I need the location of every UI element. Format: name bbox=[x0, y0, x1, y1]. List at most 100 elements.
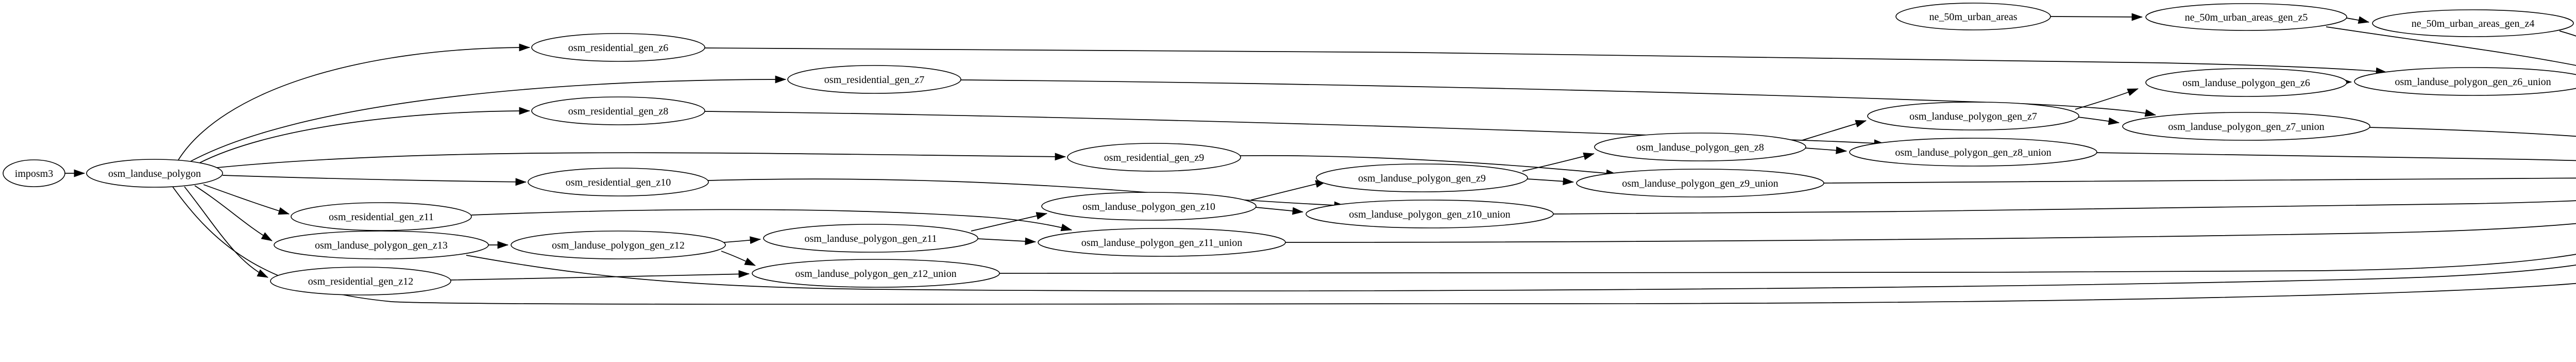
node-ellipse-osm_residential_gen_z7 bbox=[787, 65, 961, 94]
node-ellipse-osm_residential_gen_z10 bbox=[528, 168, 709, 196]
node-osm_landuse_polygon_gen_z10_union: osm_landuse_polygon_gen_z10_union bbox=[1306, 200, 1554, 228]
node-label-osm_residential_gen_z9: osm_residential_gen_z9 bbox=[1104, 152, 1204, 163]
node-ellipse-osm_landuse_polygon_gen_z11_union bbox=[1038, 228, 1286, 257]
node-label-osm_landuse_polygon_gen_z8: osm_landuse_polygon_gen_z8 bbox=[1636, 142, 1764, 153]
node-label-osm_landuse_polygon_gen_z12_union: osm_landuse_polygon_gen_z12_union bbox=[795, 268, 956, 279]
node-osm_landuse_polygon_gen_z8_union: osm_landuse_polygon_gen_z8_union bbox=[1849, 138, 2097, 167]
node-label-osm_residential_gen_z8: osm_residential_gen_z8 bbox=[568, 106, 668, 117]
node-ellipse-ne_50m_urban_areas_gen_z4 bbox=[2372, 9, 2574, 37]
edge-osm_landuse_polygon_gen_z12-to-osm_landuse_polygon_gen_z12_union bbox=[721, 251, 756, 266]
node-label-osm_residential_gen_z10: osm_residential_gen_z10 bbox=[566, 177, 671, 188]
node-osm_landuse_polygon_gen_z12: osm_landuse_polygon_gen_z12 bbox=[511, 231, 726, 259]
edge-osm_landuse_polygon-to-osm_residential_gen_z7 bbox=[189, 75, 787, 162]
node-ellipse-osm_landuse_polygon_gen_z8_union bbox=[1849, 138, 2097, 167]
node-osm_residential_gen_z12: osm_residential_gen_z12 bbox=[270, 267, 451, 295]
node-ellipse-osm_landuse_polygon_gen_z6 bbox=[2145, 68, 2347, 97]
node-label-osm_residential_gen_z12: osm_residential_gen_z12 bbox=[308, 276, 413, 287]
node-label-ne_50m_urban_areas: ne_50m_urban_areas bbox=[1929, 11, 2017, 23]
node-ne_50m_urban_areas_gen_z4: ne_50m_urban_areas_gen_z4 bbox=[2372, 9, 2574, 37]
node-osm_landuse_polygon_gen_z11_union: osm_landuse_polygon_gen_z11_union bbox=[1038, 228, 1286, 257]
node-osm_landuse_polygon_gen_z7: osm_landuse_polygon_gen_z7 bbox=[1867, 102, 2079, 130]
node-osm_landuse_polygon_gen_z6: osm_landuse_polygon_gen_z6 bbox=[2145, 68, 2347, 97]
node-osm_residential_gen_z8: osm_residential_gen_z8 bbox=[531, 96, 705, 125]
node-ellipse-osm_landuse_polygon_gen_z8 bbox=[1594, 133, 1806, 161]
edge-osm_residential_gen_z6-to-osm_landuse_polygon_gen_z6_union bbox=[703, 47, 2387, 75]
node-ellipse-osm_landuse_polygon_gen_z10_union bbox=[1306, 200, 1554, 228]
node-label-osm_residential_gen_z7: osm_residential_gen_z7 bbox=[824, 74, 924, 86]
node-ellipse-osm_landuse_polygon_gen_z13 bbox=[274, 231, 489, 259]
node-label-osm_landuse_polygon_gen_z12: osm_landuse_polygon_gen_z12 bbox=[552, 240, 685, 251]
edge-osm_landuse_polygon_gen_z9_union-to-layer_landuse:z9 bbox=[1822, 177, 2576, 184]
edge-ne_50m_urban_areas_gen_z5-to-ne_50m_urban_areas_gen_z4 bbox=[2346, 16, 2369, 24]
edge-osm_landuse_polygon_gen_z11_union-to-layer_landuse:z11 bbox=[1285, 223, 2576, 243]
node-osm_residential_gen_z7: osm_residential_gen_z7 bbox=[787, 65, 961, 94]
edge-osm_landuse_polygon_gen_z8_union-to-layer_landuse:z8 bbox=[2095, 152, 2576, 161]
node-ellipse-osm_residential_gen_z8 bbox=[531, 96, 705, 125]
node-imposm3: imposm3 bbox=[3, 159, 65, 187]
edge-osm_landuse_polygon_gen_z10-to-osm_landuse_polygon_gen_z10_union bbox=[1255, 207, 1304, 215]
node-label-ne_50m_urban_areas_gen_z4: ne_50m_urban_areas_gen_z4 bbox=[2412, 18, 2535, 29]
edge-ne_50m_urban_areas_gen_z5-to-layer_landuse:z5 bbox=[2326, 26, 2576, 66]
node-osm_residential_gen_z11: osm_residential_gen_z11 bbox=[291, 202, 472, 231]
node-ne_50m_urban_areas_gen_z5: ne_50m_urban_areas_gen_z5 bbox=[2145, 3, 2347, 31]
node-ellipse-osm_landuse_polygon bbox=[86, 159, 223, 188]
node-ellipse-ne_50m_urban_areas bbox=[1895, 3, 2051, 30]
node-ellipse-osm_landuse_polygon_gen_z10 bbox=[1041, 192, 1257, 221]
edge-osm_landuse_polygon-to-osm_residential_gen_z10 bbox=[222, 175, 527, 186]
node-ellipse-osm_landuse_polygon_gen_z7 bbox=[1867, 102, 2079, 130]
node-label-osm_landuse_polygon_gen_z6: osm_landuse_polygon_gen_z6 bbox=[2182, 77, 2310, 89]
node-ellipse-ne_50m_urban_areas_gen_z5 bbox=[2145, 3, 2347, 31]
edge-osm_landuse_polygon_gen_z11-to-osm_landuse_polygon_gen_z10 bbox=[971, 212, 1047, 232]
node-ellipse-osm_landuse_polygon_gen_z6_union bbox=[2354, 67, 2576, 96]
edge-osm_landuse_polygon_gen_z7_union-to-layer_landuse:z7 bbox=[2368, 127, 2576, 137]
node-osm_landuse_polygon_gen_z9_union: osm_landuse_polygon_gen_z9_union bbox=[1576, 169, 1824, 198]
edge-osm_landuse_polygon-to-layer_landuse:z14+ bbox=[172, 186, 2576, 305]
node-ellipse-osm_landuse_polygon_gen_z12 bbox=[511, 231, 726, 259]
node-label-osm_landuse_polygon_gen_z13: osm_landuse_polygon_gen_z13 bbox=[315, 240, 448, 251]
edge-osm_landuse_polygon_gen_z13-to-layer_landuse:z13 bbox=[466, 255, 2576, 291]
node-label-ne_50m_urban_areas_gen_z5: ne_50m_urban_areas_gen_z5 bbox=[2185, 12, 2308, 23]
node-osm_landuse_polygon_gen_z8: osm_landuse_polygon_gen_z8 bbox=[1594, 133, 1806, 161]
edge-osm_landuse_polygon-to-osm_residential_gen_z8 bbox=[198, 107, 531, 164]
edge-layer bbox=[65, 13, 2576, 305]
node-ne_50m_urban_areas: ne_50m_urban_areas bbox=[1895, 3, 2051, 30]
edge-osm_landuse_polygon_gen_z8-to-osm_landuse_polygon_gen_z7 bbox=[1802, 120, 1867, 141]
node-label-osm_landuse_polygon: osm_landuse_polygon bbox=[108, 168, 201, 179]
node-ellipse-osm_landuse_polygon_gen_z9_union bbox=[1576, 169, 1824, 198]
edge-osm_landuse_polygon_gen_z10_union-to-layer_landuse:z10 bbox=[1552, 200, 2576, 215]
node-osm_landuse_polygon_gen_z9: osm_landuse_polygon_gen_z9 bbox=[1316, 163, 1528, 192]
edge-osm_residential_gen_z9-to-osm_landuse_polygon_gen_z9_union bbox=[1239, 155, 1618, 177]
edge-osm_landuse_polygon-to-osm_residential_gen_z6 bbox=[177, 43, 531, 161]
node-label-osm_residential_gen_z11: osm_residential_gen_z11 bbox=[329, 211, 434, 223]
node-label-osm_landuse_polygon_gen_z8_union: osm_landuse_polygon_gen_z8_union bbox=[1895, 147, 2051, 158]
node-osm_landuse_polygon_gen_z10: osm_landuse_polygon_gen_z10 bbox=[1041, 192, 1257, 221]
node-osm_landuse_polygon: osm_landuse_polygon bbox=[86, 159, 223, 188]
edge-osm_landuse_polygon_gen_z9-to-osm_landuse_polygon_gen_z8 bbox=[1522, 152, 1595, 172]
node-ellipse-osm_residential_gen_z11 bbox=[291, 202, 472, 231]
node-ellipse-osm_residential_gen_z9 bbox=[1067, 143, 1241, 172]
node-osm_landuse_polygon_gen_z7_union: osm_landuse_polygon_gen_z7_union bbox=[2122, 112, 2370, 141]
node-osm_landuse_polygon_gen_z11: osm_landuse_polygon_gen_z11 bbox=[763, 224, 978, 253]
node-osm_landuse_polygon_gen_z6_union: osm_landuse_polygon_gen_z6_union bbox=[2354, 67, 2576, 96]
edge-osm_landuse_polygon_gen_z7-to-osm_landuse_polygon_gen_z7_union bbox=[2077, 117, 2120, 125]
node-label-osm_landuse_polygon_gen_z10: osm_landuse_polygon_gen_z10 bbox=[1082, 201, 1215, 212]
edge-osm_landuse_polygon_gen_z8-to-osm_landuse_polygon_gen_z8_union bbox=[1804, 146, 1848, 154]
edge-osm_landuse_polygon-to-osm_landuse_polygon_gen_z13 bbox=[194, 185, 273, 241]
node-label-osm_landuse_polygon_gen_z11: osm_landuse_polygon_gen_z11 bbox=[804, 233, 937, 244]
node-ellipse-osm_residential_gen_z12 bbox=[270, 267, 451, 295]
edge-osm_residential_gen_z7-to-osm_landuse_polygon_gen_z7_union bbox=[959, 79, 2157, 117]
node-label-imposm3: imposm3 bbox=[15, 168, 53, 179]
node-osm_residential_gen_z6: osm_residential_gen_z6 bbox=[531, 33, 705, 62]
edge-osm_landuse_polygon_gen_z12-to-osm_landuse_polygon_gen_z11 bbox=[723, 236, 761, 244]
edge-osm_landuse_polygon-to-osm_residential_gen_z9 bbox=[212, 152, 1066, 169]
node-label-osm_landuse_polygon_gen_z9_union: osm_landuse_polygon_gen_z9_union bbox=[1622, 178, 1778, 189]
node-label-osm_landuse_polygon_gen_z7: osm_landuse_polygon_gen_z7 bbox=[1909, 111, 2037, 122]
node-label-osm_landuse_polygon_gen_z7_union: osm_landuse_polygon_gen_z7_union bbox=[2168, 121, 2324, 133]
node-ellipse-imposm3 bbox=[3, 159, 65, 187]
node-osm_residential_gen_z10: osm_residential_gen_z10 bbox=[528, 168, 709, 196]
node-label-osm_landuse_polygon_gen_z9: osm_landuse_polygon_gen_z9 bbox=[1358, 173, 1486, 184]
node-ellipse-osm_landuse_polygon_gen_z9 bbox=[1316, 163, 1528, 192]
edge-osm_landuse_polygon-to-osm_residential_gen_z11 bbox=[203, 184, 290, 215]
edge-osm_landuse_polygon_gen_z11-to-osm_landuse_polygon_gen_z11_union bbox=[977, 237, 1037, 245]
